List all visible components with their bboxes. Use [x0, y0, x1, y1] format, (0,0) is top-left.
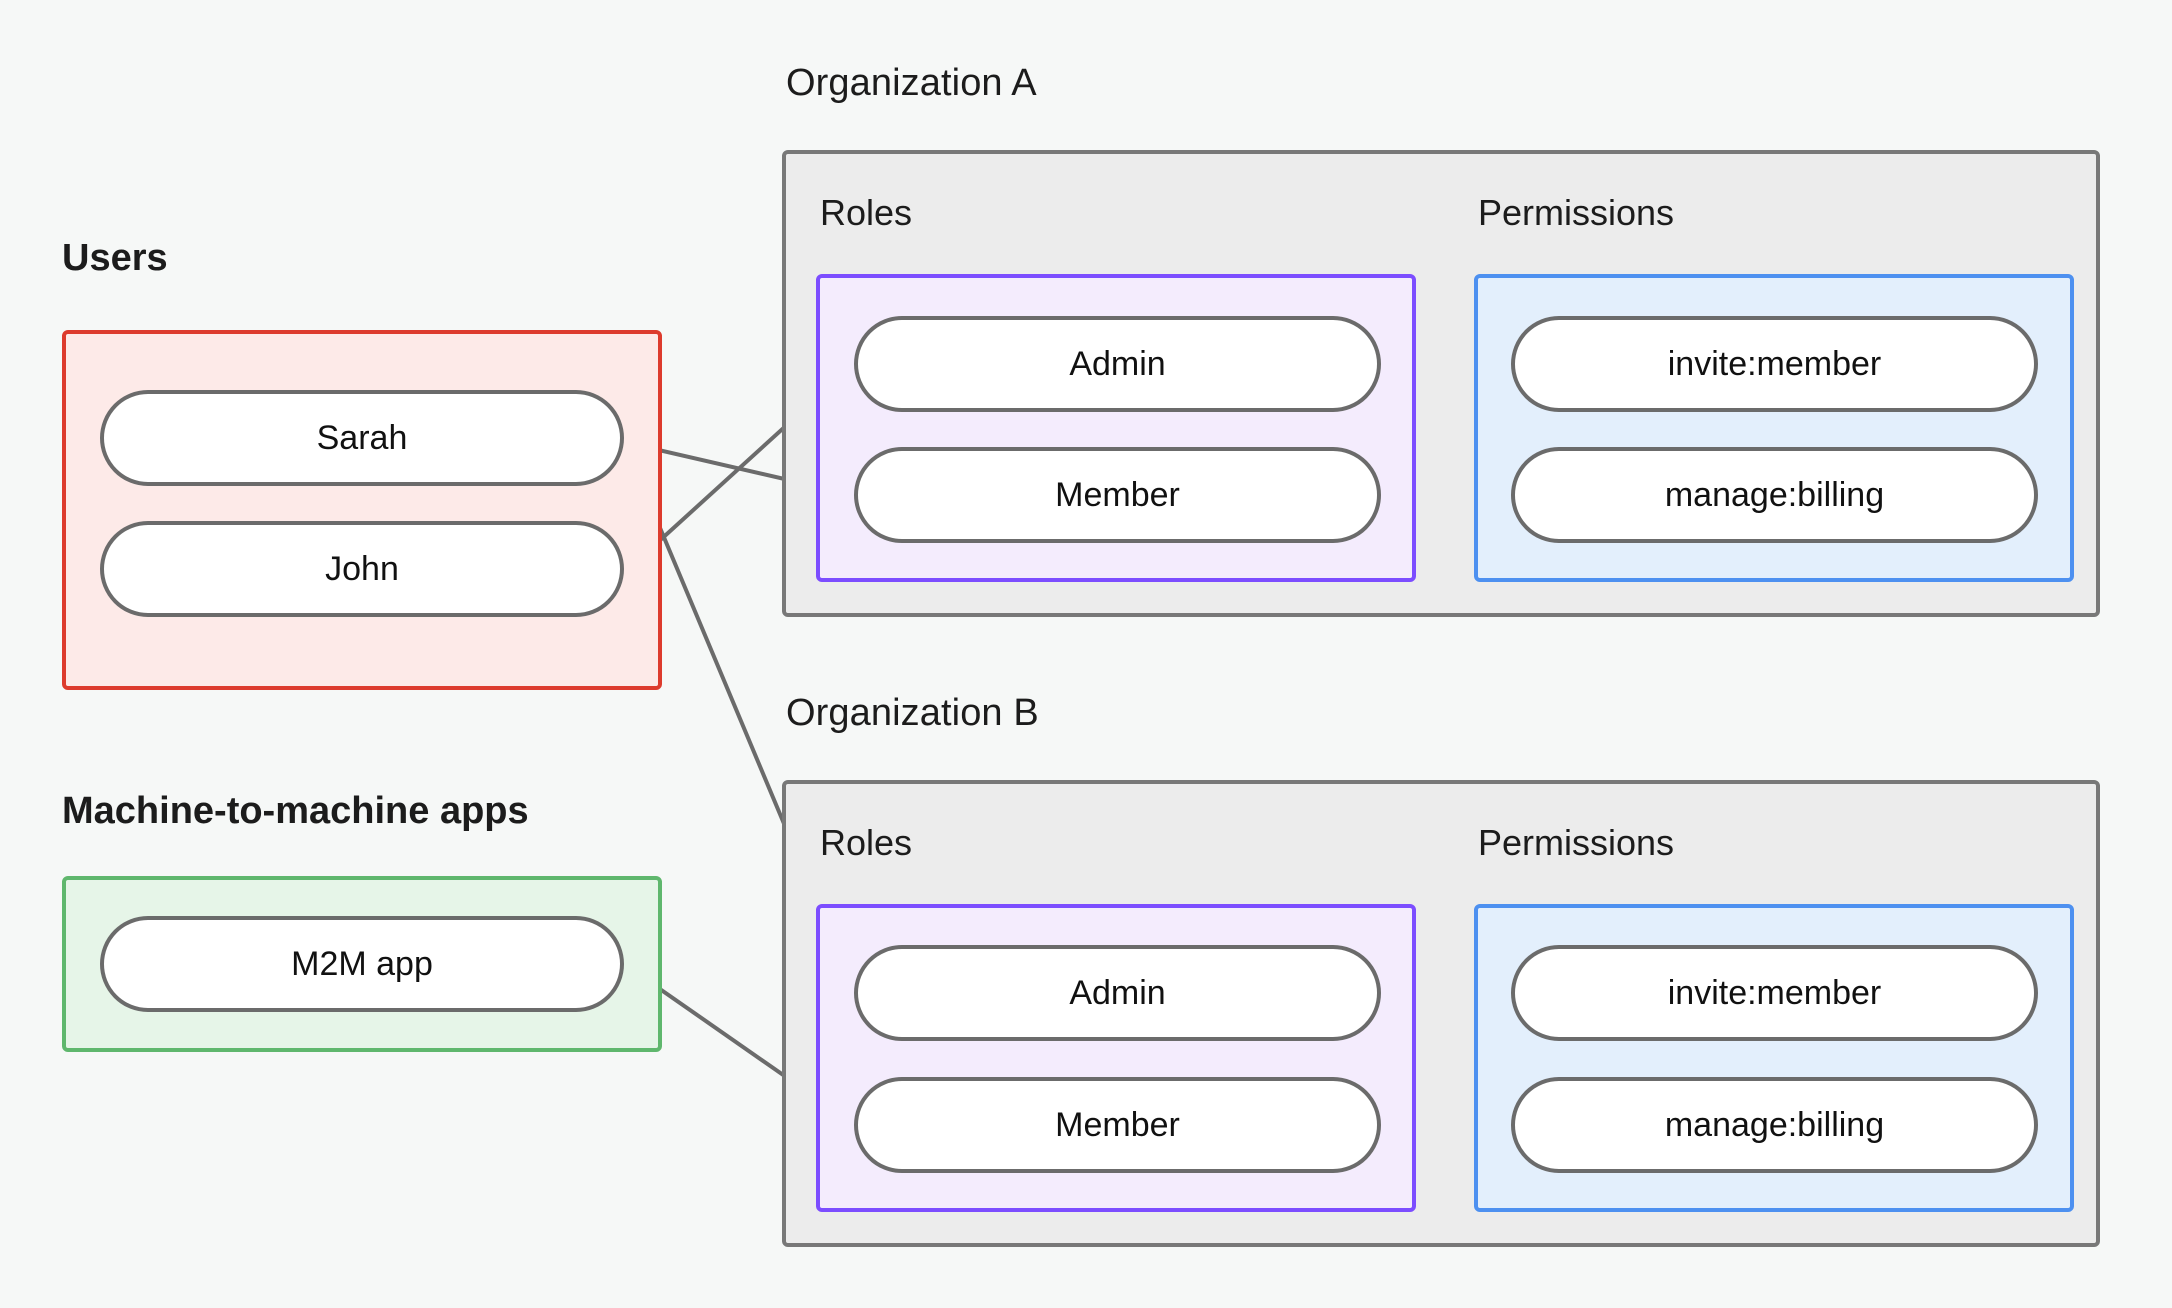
org-b-title: Organization B — [786, 692, 1039, 734]
users-group-box — [62, 330, 662, 690]
org-a-permissions-label: Permissions — [1478, 192, 1675, 233]
org-b-roles-label: Roles — [820, 822, 913, 863]
org-a-role-admin[interactable]: Admin — [854, 316, 1381, 412]
m2m-group-title: Machine-to-machine apps — [62, 790, 529, 832]
org-a-role-member[interactable]: Member — [854, 447, 1381, 543]
user-node-sarah[interactable]: Sarah — [100, 390, 624, 486]
org-b-permissions-label: Permissions — [1478, 822, 1675, 863]
org-b-permission-manage-billing[interactable]: manage:billing — [1511, 1077, 2038, 1173]
org-a-roles-label: Roles — [820, 192, 913, 233]
org-a-title: Organization A — [786, 62, 1037, 104]
org-b-role-member[interactable]: Member — [854, 1077, 1381, 1173]
org-b-permission-invite-member[interactable]: invite:member — [1511, 945, 2038, 1041]
user-node-john[interactable]: John — [100, 521, 624, 617]
org-a-permission-manage-billing[interactable]: manage:billing — [1511, 447, 2038, 543]
m2m-node-app[interactable]: M2M app — [100, 916, 624, 1012]
org-b-role-admin[interactable]: Admin — [854, 945, 1381, 1041]
users-group-title: Users — [62, 237, 168, 279]
org-a-permission-invite-member[interactable]: invite:member — [1511, 316, 2038, 412]
